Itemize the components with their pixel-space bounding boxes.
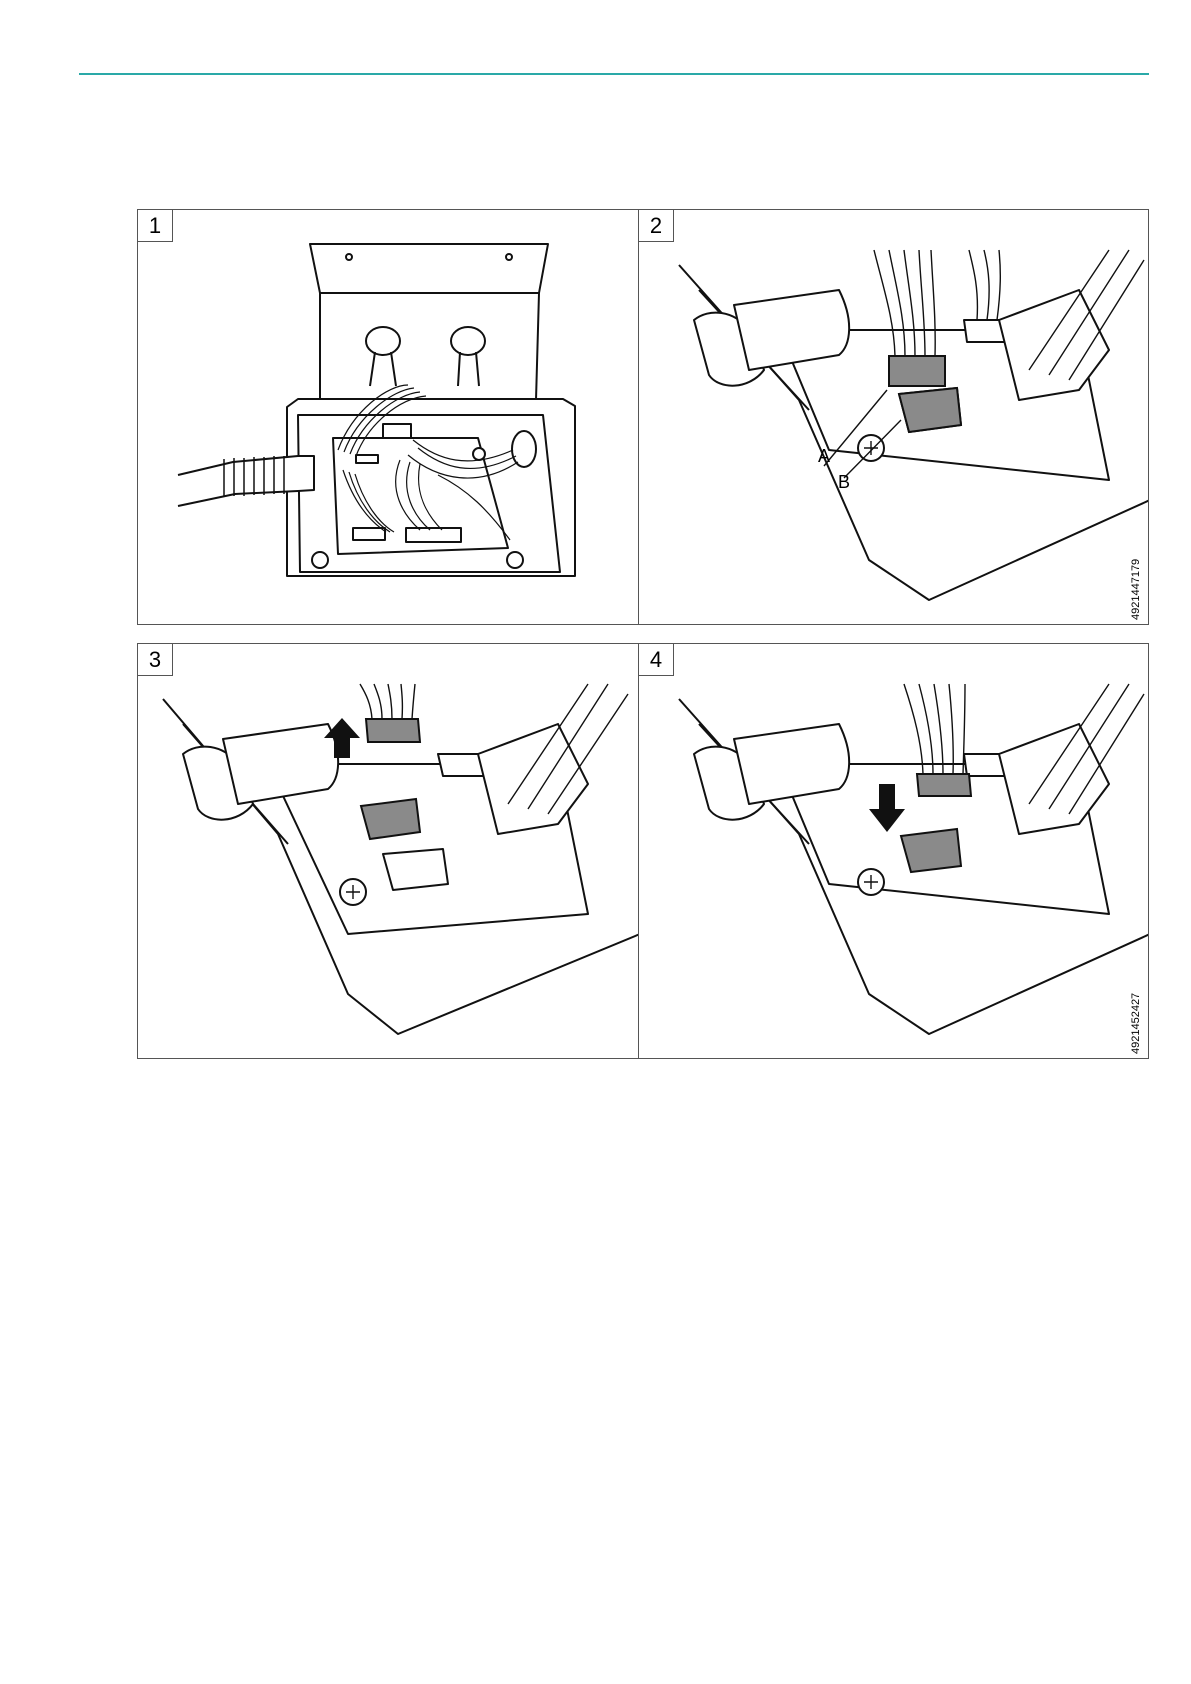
step-number: 2 xyxy=(639,210,674,242)
callout-b: B xyxy=(838,472,850,493)
instruction-figure: 1 xyxy=(137,209,1149,1059)
callout-a: A xyxy=(818,446,830,467)
disconnect-illustration xyxy=(138,644,639,1059)
reconnect-illustration xyxy=(639,644,1149,1059)
step-number: 1 xyxy=(138,210,173,242)
header-rule xyxy=(79,73,1149,75)
step-number: 3 xyxy=(138,644,173,676)
panel-step-3: 3 xyxy=(137,643,639,1059)
step-number: 4 xyxy=(639,644,674,676)
panel-step-4: 4 4921452427 xyxy=(638,643,1149,1059)
panel-step-1: 1 xyxy=(137,209,639,625)
figure-id: 4921452427 xyxy=(1130,993,1142,1054)
connector-detail-illustration xyxy=(639,210,1149,625)
control-box-illustration xyxy=(138,210,639,625)
panel-step-2: 2 A B xyxy=(638,209,1149,625)
figure-id: 4921447179 xyxy=(1130,559,1142,620)
